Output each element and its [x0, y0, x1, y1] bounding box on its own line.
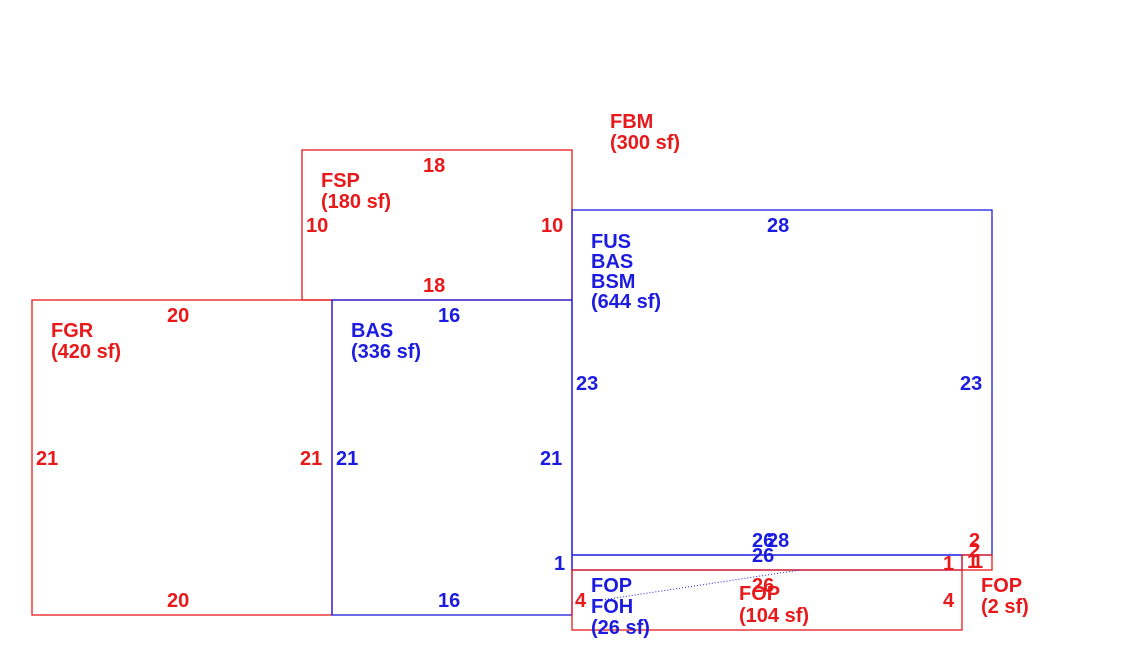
main-top-dim: 28	[767, 215, 789, 237]
main-bottom-dim: 28	[767, 530, 789, 552]
fsp-area: (180 sf)	[321, 191, 391, 213]
strip-top-dim: 26	[752, 530, 774, 552]
fbm-code: FBM	[610, 111, 653, 133]
main-outline	[571, 209, 993, 556]
strip-right-dim: 1	[943, 553, 954, 575]
bas-bottom-dim: 16	[438, 590, 460, 612]
small-bottom-dim: 2	[969, 540, 980, 562]
fgr-area: (420 sf)	[51, 341, 121, 363]
fsp-top-dim: 18	[423, 155, 445, 177]
fop-foh-diagonal	[601, 569, 801, 601]
fbm-area: (300 sf)	[610, 132, 680, 154]
small-top-dim: 2	[969, 530, 980, 552]
fop-porch-left-dim: 4	[575, 590, 587, 612]
fop-foh-area: (26 sf)	[591, 617, 650, 639]
fop-porch-outline	[571, 569, 963, 631]
strip-left-dim: 1	[554, 553, 565, 575]
fsp-right-dim: 10	[541, 215, 563, 237]
fop-porch-right-dim: 4	[943, 590, 955, 612]
main-left-dim: 23	[576, 373, 598, 395]
fop-porch-code: FOP	[739, 583, 780, 605]
small-right-dim: 1	[972, 551, 983, 573]
fgr-bottom-dim: 20	[167, 590, 189, 612]
main-area: (644 sf)	[591, 291, 661, 313]
fop-small-code: FOP	[981, 575, 1022, 597]
main-right-dim: 23	[960, 373, 982, 395]
fop-foh-code-1: FOP	[591, 575, 632, 597]
fgr-top-dim: 20	[167, 305, 189, 327]
main-code-3: BSM	[591, 271, 635, 293]
fsp-bottom-dim: 18	[423, 275, 445, 297]
bas-right-dim: 21	[540, 448, 562, 470]
small-left-dim: 1	[967, 551, 978, 573]
bas-code: BAS	[351, 320, 393, 342]
fsp-code: FSP	[321, 170, 360, 192]
main-code-1: FUS	[591, 231, 631, 253]
fop-porch-top-dim: 26	[752, 575, 774, 597]
bas-area: (336 sf)	[351, 341, 421, 363]
fop-foh-code-2: FOH	[591, 596, 633, 618]
main-code-2: BAS	[591, 251, 633, 273]
strip-bottom-dim: 26	[752, 545, 774, 567]
fop-porch-area: (104 sf)	[739, 605, 809, 627]
fgr-right-dim: 21	[300, 448, 322, 470]
bas-top-dim: 16	[438, 305, 460, 327]
bas-left-dim: 21	[336, 448, 358, 470]
fop-small-area: (2 sf)	[981, 596, 1029, 618]
fop-small-outline	[961, 554, 993, 571]
fgr-code: FGR	[51, 320, 94, 342]
fgr-left-dim: 21	[36, 448, 58, 470]
fsp-left-dim: 10	[306, 215, 328, 237]
